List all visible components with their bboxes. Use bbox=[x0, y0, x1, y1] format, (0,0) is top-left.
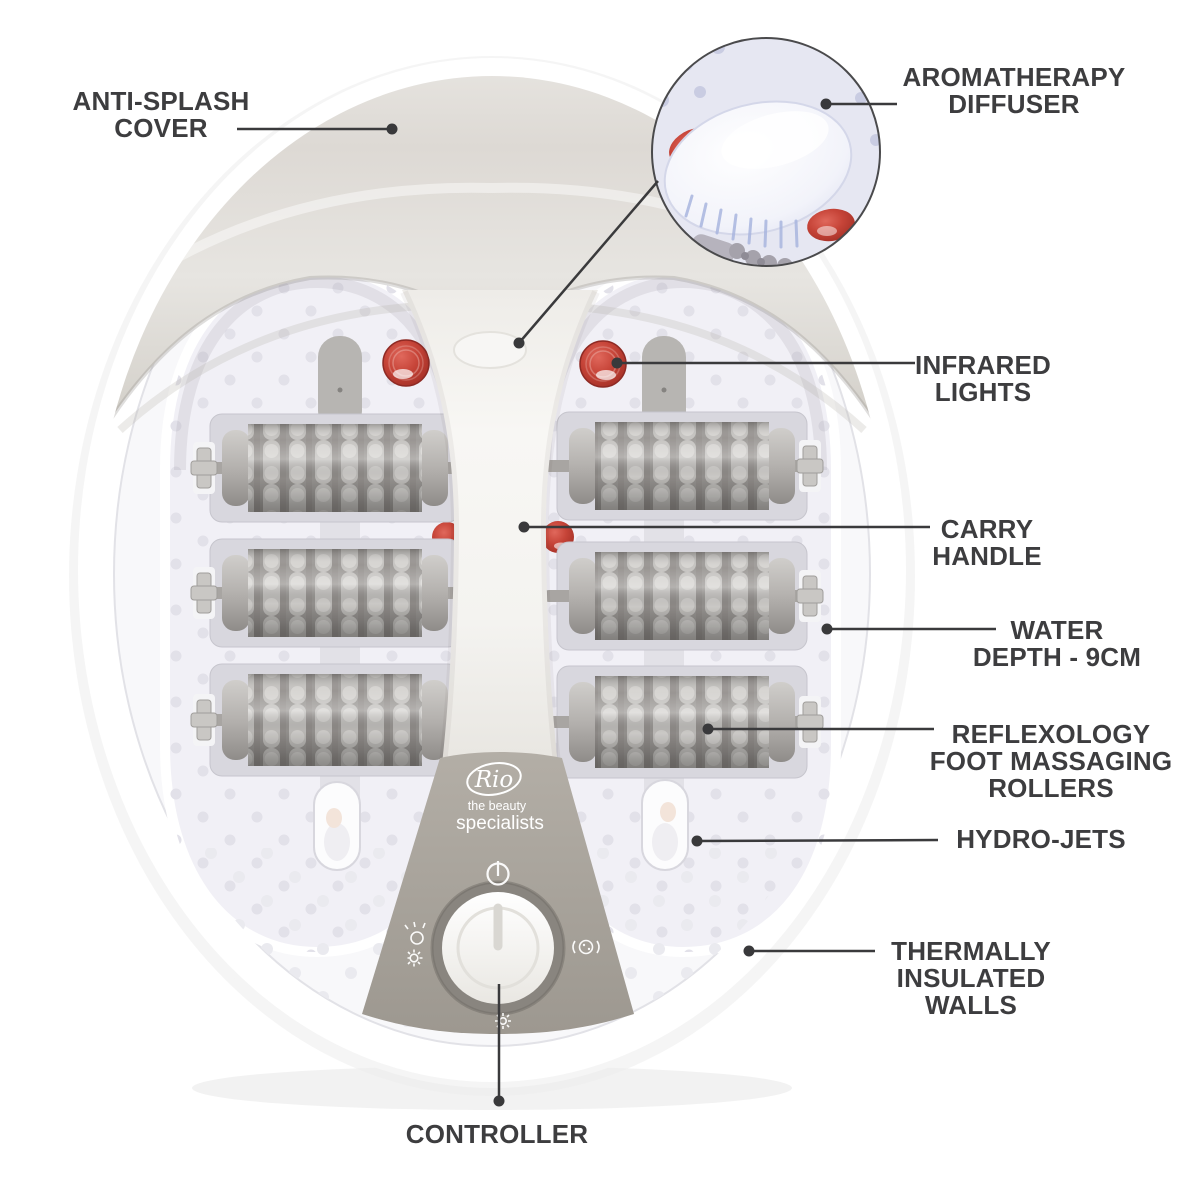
aromatherapy-diffuser-zoom bbox=[663, 100, 853, 249]
brand-logo: Rio the beauty specialists bbox=[456, 762, 544, 834]
callout-dot-water-depth bbox=[821, 623, 833, 635]
callout-dots bbox=[386, 98, 833, 1107]
hydro-jet-left bbox=[313, 781, 361, 871]
infrared-light bbox=[382, 339, 430, 387]
hydro-jet-right bbox=[641, 779, 689, 871]
svg-text:specialists: specialists bbox=[456, 813, 544, 834]
label-carry-handle: CARRY HANDLE bbox=[932, 514, 1042, 571]
label-hydro-jets: HYDRO-JETS bbox=[956, 824, 1126, 854]
callout-dot-diffuser-location bbox=[513, 337, 525, 349]
callout-lines bbox=[237, 102, 996, 1100]
callout-dot-anti-splash-cover bbox=[386, 123, 398, 135]
vibro-massage-icon bbox=[572, 939, 600, 955]
callout-line-diffuser-location bbox=[518, 180, 659, 344]
label-thermally-insulated-walls: THERMALLY INSULATED WALLS bbox=[891, 936, 1051, 1020]
standby-icon bbox=[486, 861, 510, 886]
infrared-light bbox=[579, 340, 627, 388]
callout-line-hydro-jets bbox=[696, 838, 939, 843]
heat-massage-icon bbox=[404, 921, 426, 967]
aromatherapy-diffuser-area bbox=[453, 331, 527, 369]
label-infrared-lights: INFRARED LIGHTS bbox=[915, 350, 1051, 407]
control-knob[interactable] bbox=[430, 880, 566, 1016]
carry-handle-column bbox=[400, 290, 600, 765]
callout-dot-controller bbox=[493, 1095, 505, 1107]
callout-dot-reflexology-rollers bbox=[702, 723, 714, 735]
callout-dot-hydro-jets bbox=[691, 835, 703, 847]
massage-rollers-right bbox=[543, 411, 821, 779]
callout-dot-thermally-insulated-walls bbox=[743, 945, 755, 957]
label-anti-splash-cover: ANTI-SPLASH COVER bbox=[72, 86, 250, 143]
callout-dot-carry-handle bbox=[518, 521, 530, 533]
controller-panel: Rio the beauty specialists bbox=[362, 752, 634, 1034]
callout-dot-aromatherapy-diffuser bbox=[820, 98, 832, 110]
svg-text:the beauty: the beauty bbox=[468, 799, 527, 813]
callout-dot-infrared-lights bbox=[611, 357, 623, 369]
label-reflexology-rollers: REFLEXOLOGY FOOT MASSAGING ROLLERS bbox=[929, 719, 1173, 803]
label-controller: CONTROLLER bbox=[405, 1119, 589, 1149]
svg-text:Rio: Rio bbox=[474, 767, 514, 793]
label-aromatherapy-diffuser: AROMATHERAPY DIFFUSER bbox=[902, 62, 1126, 119]
label-water-depth: WATER DEPTH - 9CM bbox=[972, 615, 1142, 672]
massage-rollers-left bbox=[196, 413, 474, 777]
magnifier-detail-circle bbox=[651, 37, 881, 267]
